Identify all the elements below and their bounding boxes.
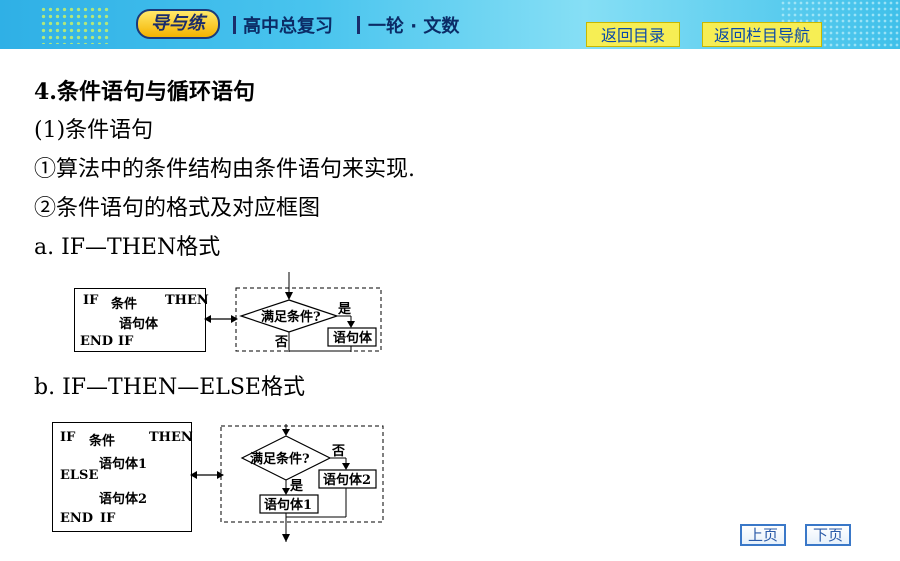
code-box-if-then-else: IF 条件 THEN 语句体1 ELSE 语句体2 END IF — [52, 422, 193, 532]
header-subtitle: 一轮 · 文数 — [368, 16, 460, 37]
code-statement-body-1: 语句体1 — [99, 457, 148, 472]
double-arrow-a — [204, 315, 238, 323]
code-condition: 条件 — [89, 434, 116, 449]
subsection-title: (1)条件语句 — [34, 118, 154, 143]
format-b-label: b. IF—THEN—ELSE格式 — [34, 375, 305, 400]
code-statement-body-2: 语句体2 — [99, 492, 148, 507]
next-page-button[interactable]: 下页 — [805, 524, 851, 546]
flowchart-if-then-else: 满足条件? 否 语句体2 是 语句体1 — [220, 424, 384, 542]
point-1: ①算法中的条件结构由条件语句来实现. — [34, 157, 415, 182]
back-to-toc-button[interactable]: 返回目录 — [586, 22, 680, 47]
point-2: ②条件语句的格式及对应框图 — [34, 196, 321, 221]
header-bar: 导与练 高中总复习 一轮 · 文数 返回目录 返回栏目导航 — [0, 0, 900, 49]
header-separator — [233, 16, 236, 34]
brand-logo: 导与练 — [136, 9, 220, 39]
code-keyword-end: END — [60, 511, 94, 526]
flow-a-statement-box: 语句体 — [333, 330, 373, 346]
header-title: 高中总复习 — [243, 16, 333, 37]
code-keyword-then: THEN — [149, 430, 193, 445]
section-heading: 4.条件语句与循环语句 — [34, 79, 255, 105]
code-keyword-endif: IF — [118, 334, 134, 349]
flow-b-no-label: 否 — [331, 444, 345, 459]
flow-a-no-label: 否 — [274, 335, 288, 350]
flowchart-if-then: 满足条件? 是 语句体 否 — [235, 272, 382, 352]
code-keyword-endif: IF — [100, 511, 116, 526]
header-dot-pattern — [40, 6, 110, 44]
flow-b-yes-label: 是 — [289, 479, 304, 494]
code-statement-body: 语句体 — [119, 317, 159, 332]
code-keyword-if: IF — [83, 293, 99, 308]
code-keyword-else: ELSE — [60, 468, 99, 483]
prev-page-button[interactable]: 上页 — [740, 524, 786, 546]
double-arrow-b — [190, 471, 224, 479]
flow-a-yes-label: 是 — [337, 302, 352, 317]
code-box-if-then: IF 条件 THEN 语句体 END IF — [74, 288, 209, 352]
flow-b-statement-box-2: 语句体2 — [323, 472, 371, 488]
code-keyword-if: IF — [60, 430, 76, 445]
flow-b-statement-box-1: 语句体1 — [264, 497, 312, 513]
header-separator — [357, 16, 360, 34]
flow-b-decision: 满足条件? — [250, 451, 310, 467]
code-keyword-end: END — [80, 334, 114, 349]
flow-a-decision: 满足条件? — [261, 309, 321, 325]
code-keyword-then: THEN — [165, 293, 209, 308]
format-a-label: a. IF—THEN格式 — [34, 235, 221, 260]
back-to-column-button[interactable]: 返回栏目导航 — [702, 22, 822, 47]
code-condition: 条件 — [111, 297, 138, 312]
